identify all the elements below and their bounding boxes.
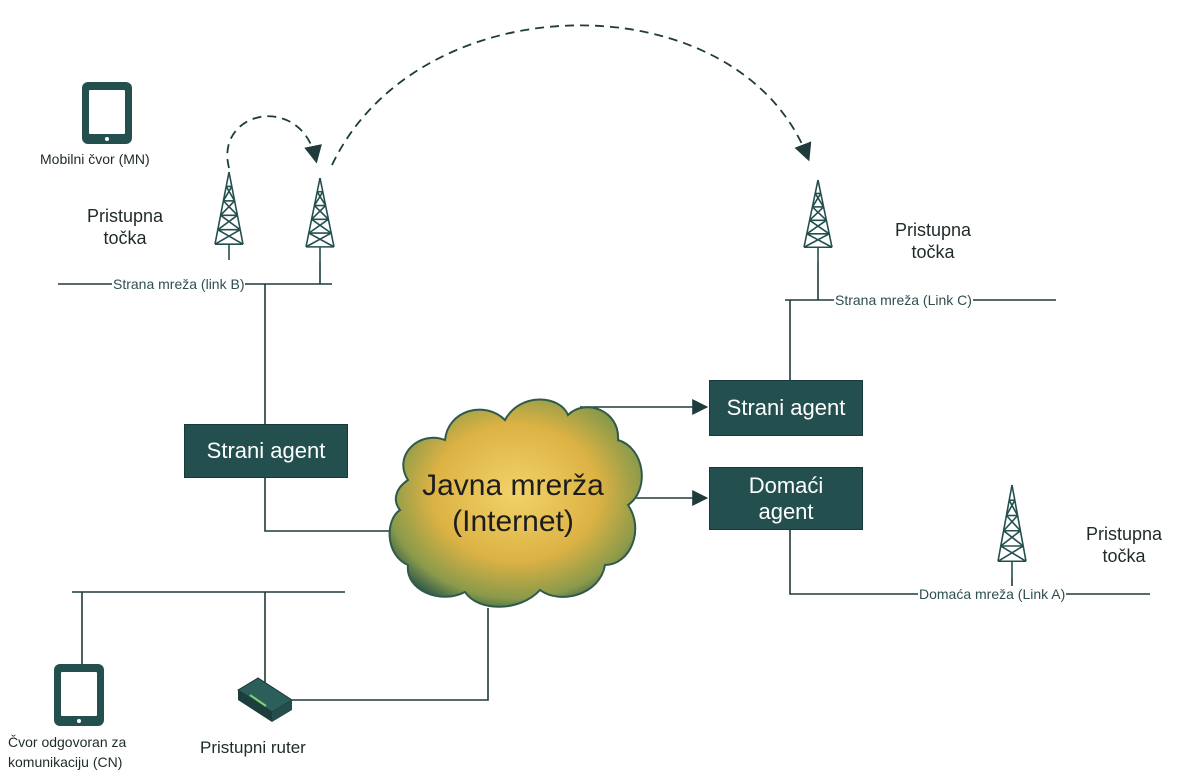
cloud-line1: Javna mrerža	[422, 469, 604, 502]
tablet-cn-icon	[54, 664, 104, 726]
tower-strut	[220, 214, 241, 231]
tower-strut	[228, 171, 244, 245]
tower-strut	[809, 206, 825, 221]
handover-arrow-long	[331, 24, 812, 166]
tower-group	[214, 171, 1027, 578]
internet-cloud-icon	[388, 398, 643, 608]
tower-strut	[220, 200, 236, 216]
tower-left-2-icon	[305, 177, 335, 262]
router-icon	[237, 677, 293, 722]
tower-strut	[1005, 514, 1021, 532]
tower-strut	[311, 204, 327, 220]
access-point-right-top-line1: Pristupna	[894, 220, 972, 240]
tower-strut	[803, 233, 830, 248]
tower-strut	[1008, 499, 1019, 516]
tower-strut	[811, 206, 827, 221]
tower-strut	[1003, 530, 1024, 547]
tower-strut	[806, 219, 827, 235]
tower-strut	[214, 229, 241, 245]
tower-strut	[305, 232, 332, 248]
tower-strut	[313, 191, 324, 206]
access-point-right-bottom-line1: Pristupna	[1085, 524, 1163, 544]
correspondent-node-line1: Čvor odgovoran za	[8, 734, 127, 750]
link-b-label: Strana mreža (link B)	[112, 276, 246, 292]
home-agent-box: Domaći agent	[709, 467, 863, 530]
mobile-node-label: Mobilni čvor (MN)	[40, 151, 150, 167]
handover-arrow-short	[226, 115, 322, 169]
internet-cloud-label: Javna mrerža (Internet)	[400, 468, 626, 540]
access-point-right-bottom-label: Pristupna točka	[1074, 523, 1174, 567]
tower-strut	[997, 484, 1013, 562]
tower-strut	[811, 193, 822, 208]
tower-strut	[313, 204, 329, 220]
tower-strut	[1011, 484, 1027, 562]
tower-strut	[803, 179, 819, 248]
tower-strut	[225, 186, 236, 202]
access-point-left-label: Pristupna točka	[70, 205, 180, 249]
tower-strut	[806, 233, 833, 248]
tower-strut	[217, 229, 244, 245]
link-a-label: Domaća mreža (Link A)	[918, 586, 1067, 602]
access-point-left-line1: Pristupna	[86, 206, 164, 226]
foreign-agent-left-box: Strani agent	[184, 424, 348, 478]
foreign-agent-left-label: Strani agent	[206, 438, 326, 463]
tower-strut	[817, 179, 833, 248]
access-point-right-top-line2: točka	[911, 242, 955, 262]
foreign-agent-right-label: Strani agent	[726, 395, 846, 420]
tower-strut	[319, 177, 335, 248]
tower-strut	[222, 186, 233, 202]
tower-strut	[222, 200, 238, 216]
cloud-line2: (Internet)	[452, 505, 574, 538]
router-to-cloud	[292, 608, 489, 701]
link-c-label: Strana mreža (Link C)	[834, 292, 973, 308]
tower-strut	[316, 191, 327, 206]
tower-left-1-icon	[214, 171, 244, 260]
tower-strut	[305, 177, 321, 248]
tower-strut	[217, 214, 238, 231]
tower-strut	[308, 218, 329, 234]
tower-right-bottom-icon	[997, 484, 1027, 578]
tower-strut	[809, 219, 830, 235]
tower-strut	[214, 171, 230, 245]
tower-right-top-icon	[803, 179, 833, 262]
tower-strut	[311, 218, 332, 234]
access-router-label: Pristupni ruter	[200, 738, 306, 757]
tower-strut	[814, 193, 825, 208]
tower-strut	[1000, 545, 1027, 562]
correspondent-node-line2: komunikaciju (CN)	[8, 754, 123, 770]
tower-strut	[308, 232, 335, 248]
foreign-agent-right-box: Strani agent	[709, 380, 863, 436]
tablet-mn-icon	[82, 82, 132, 144]
home-agent-line1: Domaći	[748, 472, 824, 498]
tower-strut	[1003, 514, 1019, 532]
correspondent-node-label: Čvor odgovoran za komunikaciju (CN)	[8, 732, 126, 772]
agent-left-to-cloud	[264, 478, 400, 532]
tower-strut	[997, 545, 1024, 562]
access-point-right-top-label: Pristupna točka	[878, 219, 988, 263]
access-point-left-line2: točka	[103, 228, 147, 248]
access-point-right-bottom-line2: točka	[1102, 546, 1146, 566]
movement-arrows	[226, 24, 812, 169]
home-agent-line2: agent	[758, 498, 814, 524]
tower-strut	[1005, 499, 1016, 516]
tower-strut	[1000, 530, 1021, 547]
